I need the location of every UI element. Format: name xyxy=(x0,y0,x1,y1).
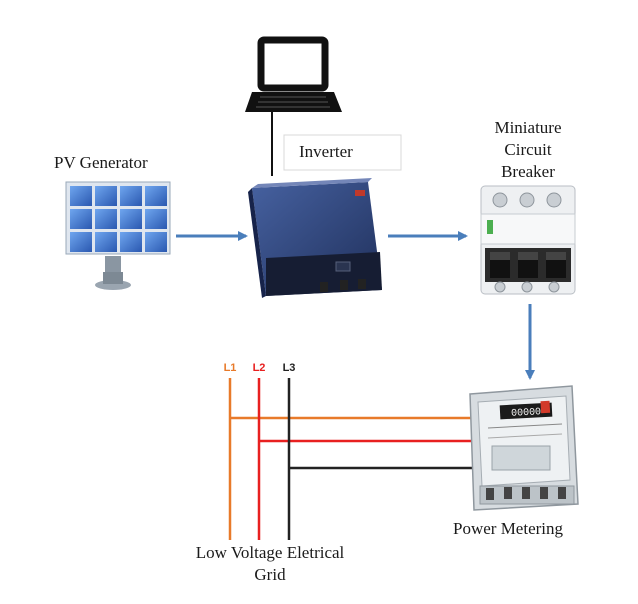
power-metering-label: Power Metering xyxy=(453,519,564,538)
solar-panel-icon xyxy=(65,181,171,290)
energy-meter-icon: 00000 xyxy=(469,385,579,511)
meter-reading: 00000 xyxy=(511,407,542,420)
solar-cell xyxy=(70,186,92,206)
breaker-label: Miniature Circuit Breaker xyxy=(468,117,588,183)
breaker-label-line1: Miniature xyxy=(494,118,562,137)
grid-label-line2: Grid xyxy=(254,565,286,584)
solar-cell xyxy=(95,186,117,206)
solar-cell xyxy=(145,232,167,252)
solar-cell xyxy=(120,232,142,252)
solar-cell xyxy=(95,209,117,229)
solar-cell xyxy=(120,209,142,229)
pv-generator-label: PV Generator xyxy=(54,153,148,172)
breaker-label-line2: Circuit xyxy=(504,140,552,159)
grid-label: Low Voltage Eletrical Grid xyxy=(170,542,370,586)
solar-cell xyxy=(120,186,142,206)
grid-label-line1: Low Voltage Eletrical xyxy=(195,543,345,562)
laptop-icon xyxy=(245,36,342,112)
phase-label-l1: L1 xyxy=(224,362,237,374)
solar-cell xyxy=(70,209,92,229)
breaker-label-line3: Breaker xyxy=(501,162,555,181)
phase-label-l3: L3 xyxy=(283,362,296,374)
circuit-breaker-icon xyxy=(480,185,576,295)
inverter-label: Inverter xyxy=(299,142,353,161)
solar-cell xyxy=(95,232,117,252)
inverter-label-box xyxy=(283,134,402,171)
solar-cell xyxy=(70,232,92,252)
grid-phase-lines xyxy=(228,378,476,540)
phase-label-l2: L2 xyxy=(253,362,266,374)
solar-cell xyxy=(145,209,167,229)
inverter-icon xyxy=(248,178,382,298)
solar-cell xyxy=(145,186,167,206)
